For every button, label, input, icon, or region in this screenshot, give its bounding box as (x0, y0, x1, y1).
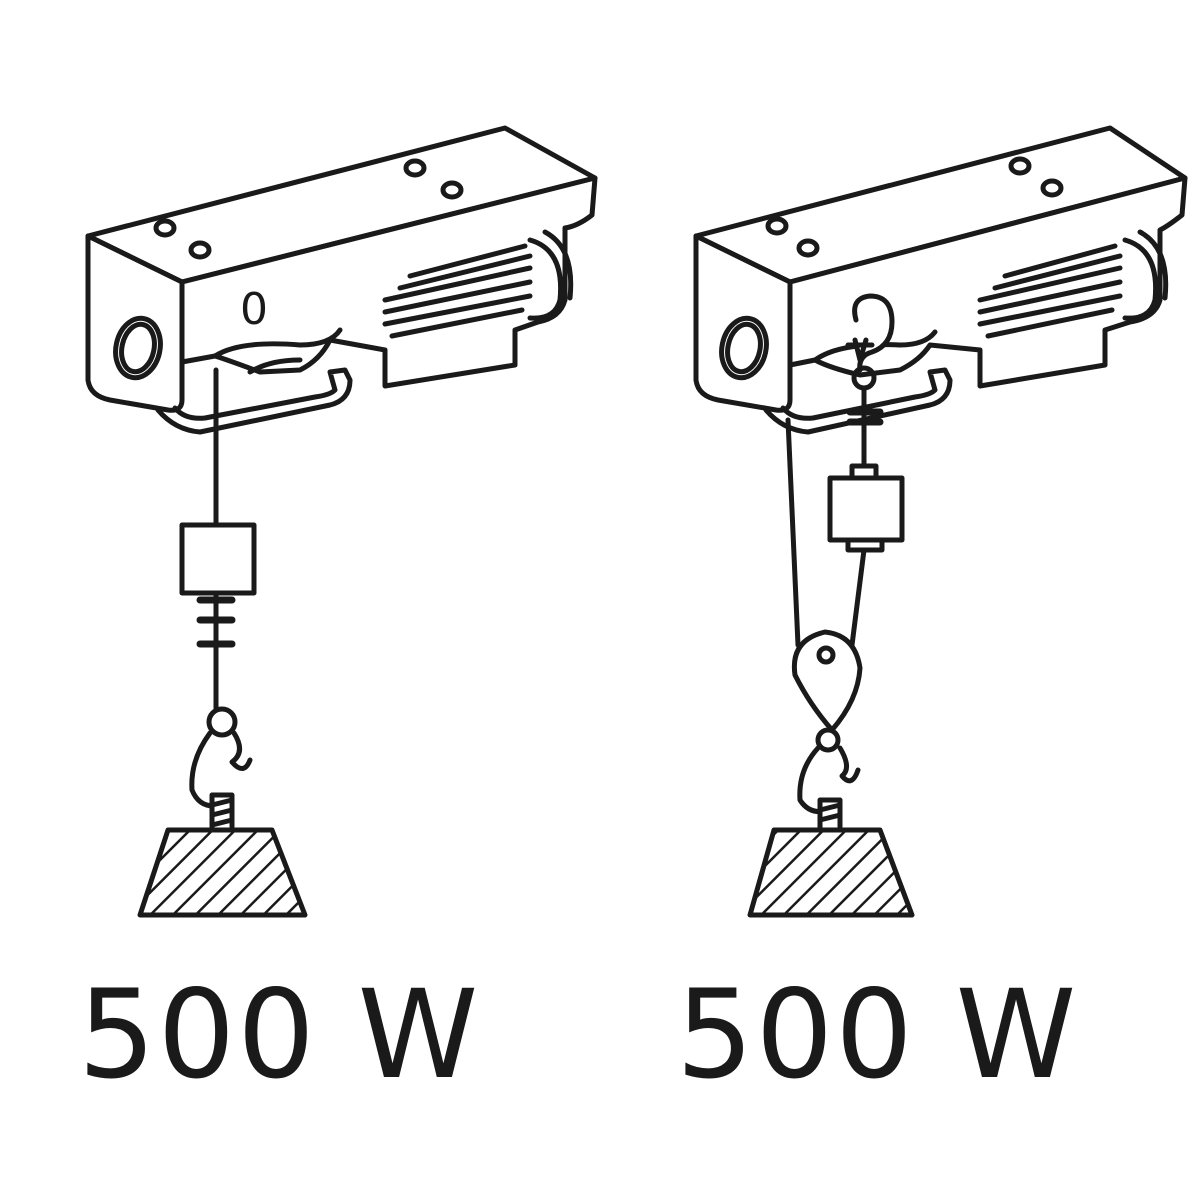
end-hole (725, 321, 763, 375)
hook-eye (206, 706, 238, 738)
motor-fins (382, 243, 533, 339)
limit-block (179, 522, 257, 596)
mount-hole-2 (188, 240, 212, 260)
housing-marking: 0 (240, 284, 268, 335)
motor-cap (1122, 237, 1159, 321)
handle (155, 367, 353, 435)
mount-hole-3 (1008, 156, 1032, 176)
mount-hole-3 (403, 158, 427, 178)
end-hole-outer (719, 315, 769, 381)
drum (212, 327, 343, 375)
mount-hole-2 (796, 238, 820, 258)
weight (747, 827, 915, 918)
motor-cap (527, 237, 564, 321)
hoist-left (85, 125, 598, 918)
mount-hole-4 (1040, 178, 1064, 198)
motor-cap-inner (542, 229, 574, 301)
hoist-right (693, 125, 1188, 918)
end-hole (119, 321, 157, 375)
power-rating-right: 500 W (676, 964, 1079, 1106)
housing-side (179, 175, 598, 389)
cable-to-pulley (849, 547, 867, 648)
drum (812, 329, 938, 363)
end-hole-outer (113, 315, 163, 381)
pulley-eye (815, 727, 841, 753)
motor-fins (977, 243, 1123, 339)
weight (137, 827, 308, 918)
motor-cap-inner (1137, 229, 1169, 301)
power-rating-left: 500 W (78, 964, 481, 1106)
pulley-axle (816, 645, 836, 665)
mount-hole-1 (153, 218, 177, 238)
handle (763, 367, 953, 435)
mount-hole-4 (440, 180, 464, 200)
cable-fixed (785, 417, 801, 648)
limit-block (827, 475, 905, 543)
mount-hole-1 (765, 216, 789, 236)
